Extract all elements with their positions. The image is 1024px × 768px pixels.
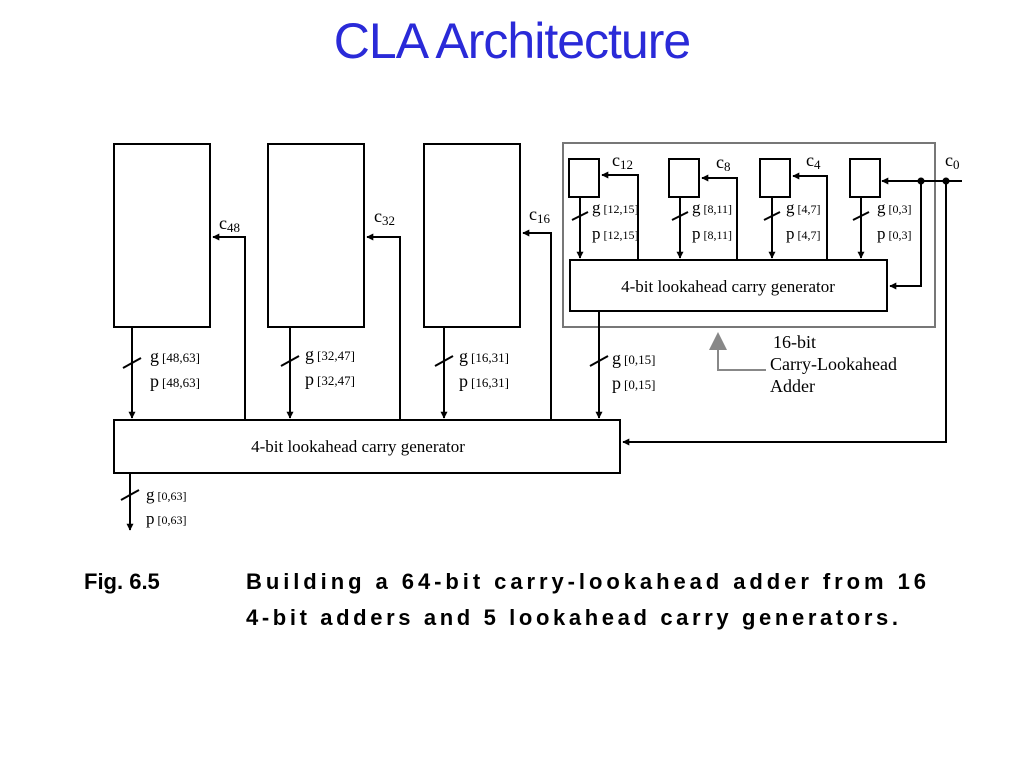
gp-bus-slash-48-63 [122, 357, 142, 369]
gp-bus-slash-0-63 [120, 489, 140, 501]
label-g-0-15: g[0,15] [612, 348, 655, 368]
adder4-12-15 [568, 158, 600, 198]
label-g-16-31: g[16,31] [459, 346, 509, 366]
caption-fig-number: Fig. 6.5 [84, 569, 160, 594]
carry-label-c12: c12 [612, 150, 633, 172]
label-p-16-31: p[16,31] [459, 371, 509, 391]
block-48-63 [113, 143, 211, 328]
carry-label-c16: c16 [529, 204, 551, 226]
label-p-0-3: p[0,3] [877, 224, 912, 243]
label-g-0-63: g[0,63] [146, 485, 187, 504]
gp-bus-slash-16-31 [434, 355, 454, 367]
label-g-32-47: g[32,47] [305, 344, 355, 364]
label-p-12-15: p[12,15] [592, 224, 639, 243]
caption-line2: 4-bit adders and 5 lookahead carry gener… [246, 605, 898, 630]
label-p-4-7: p[4,7] [786, 224, 821, 243]
carry-wire-c8 [701, 174, 738, 260]
carry-label-c48: c48 [219, 213, 240, 235]
block-16-31 [423, 143, 521, 328]
label-g-4-7: g[4,7] [786, 198, 821, 217]
inner-carry-generator-label: 4-bit lookahead carry generator [621, 277, 835, 296]
label-g-0-3: g[0,3] [877, 198, 912, 217]
adder-label-pointer [709, 332, 727, 350]
label-g-48-63: g[48,63] [150, 346, 200, 366]
adder-label-line2: Carry-Lookahead [770, 354, 897, 374]
carry-label-c4: c4 [806, 150, 821, 172]
caption-line1: Building a 64-bit carry-lookahead adder … [246, 569, 926, 594]
adder4-4-7 [759, 158, 791, 198]
carry-wire-c16 [522, 229, 552, 420]
inner-carry-generator [569, 259, 888, 312]
label-p-8-11: p[8,11] [692, 224, 732, 243]
block-32-47 [267, 143, 365, 328]
label-p-32-47: p[32,47] [305, 369, 355, 389]
label-p-0-15: p[0,15] [612, 373, 655, 393]
label-p-48-63: p[48,63] [150, 371, 200, 391]
adder-label-line1: 16-bit [773, 332, 816, 352]
carry-wire-c48 [212, 233, 246, 420]
label-g-12-15: g[12,15] [592, 198, 639, 217]
carry-label-c8: c8 [716, 152, 731, 174]
gp-bus-slash-0-15 [589, 355, 609, 367]
gp-bus-slash-4-7 [763, 211, 781, 221]
adder4-0-3 [849, 158, 881, 198]
gp-bus-slash-8-11 [671, 211, 689, 221]
label-g-8-11: g[8,11] [692, 198, 732, 217]
carry-wire-c12 [601, 171, 639, 260]
label-p-0-63: p[0,63] [146, 509, 187, 528]
main-carry-generator-label: 4-bit lookahead carry generator [251, 437, 465, 456]
gp-bus-slash-32-47 [280, 355, 300, 367]
c0-to-main-generator-wire [622, 181, 947, 446]
slide-title: CLA Architecture [333, 13, 691, 69]
carry-wire-c4 [792, 172, 828, 260]
main-carry-generator [113, 419, 621, 474]
adder-label-line3: Adder [770, 376, 815, 396]
carry-label-c0: c0 [945, 150, 960, 172]
cla16-enclosure [562, 142, 936, 328]
carry-label-c32: c32 [374, 206, 395, 228]
adder-label-leader [717, 348, 766, 371]
adder4-8-11 [668, 158, 700, 198]
gp-bus-slash-12-15 [571, 211, 589, 221]
carry-wire-c32 [366, 233, 401, 420]
c0-to-inner-generator-wire [889, 181, 922, 290]
gp-bus-slash-0-3 [852, 211, 870, 221]
